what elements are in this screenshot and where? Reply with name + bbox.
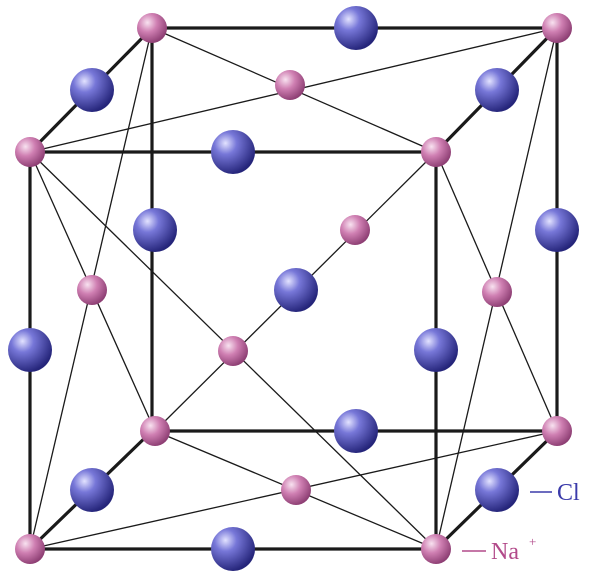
chloride-ion <box>211 130 255 174</box>
chloride-ion <box>70 68 114 112</box>
chloride-ion <box>475 468 519 512</box>
chloride-ion <box>414 328 458 372</box>
chloride-ion <box>133 208 177 252</box>
chloride-ion <box>274 268 318 312</box>
na-label-group: Na + <box>462 534 536 565</box>
chloride-ion <box>211 527 255 571</box>
sodium-ion <box>281 475 311 505</box>
chloride-ion <box>334 6 378 50</box>
sodium-ion <box>140 416 170 446</box>
sodium-ion <box>340 215 370 245</box>
sodium-ion <box>542 416 572 446</box>
chloride-ion <box>334 409 378 453</box>
sodium-ion <box>482 277 512 307</box>
sodium-ion <box>218 336 248 366</box>
cl-label: Cl <box>557 480 580 506</box>
sodium-ion <box>77 275 107 305</box>
sodium-ion <box>421 137 451 167</box>
chloride-ion <box>70 468 114 512</box>
sodium-ion <box>421 534 451 564</box>
chloride-ions <box>8 6 579 571</box>
sodium-ion <box>15 137 45 167</box>
chloride-ion <box>535 208 579 252</box>
sodium-ion <box>137 13 167 43</box>
na-label: Na <box>491 539 519 565</box>
sodium-ion <box>15 534 45 564</box>
sodium-ions <box>15 13 572 564</box>
chloride-ion <box>475 68 519 112</box>
chloride-ion <box>8 328 52 372</box>
sodium-ion <box>275 70 305 100</box>
na-label-charge: + <box>529 534 536 549</box>
cl-label-group: Cl <box>530 480 580 506</box>
sodium-ion <box>542 13 572 43</box>
